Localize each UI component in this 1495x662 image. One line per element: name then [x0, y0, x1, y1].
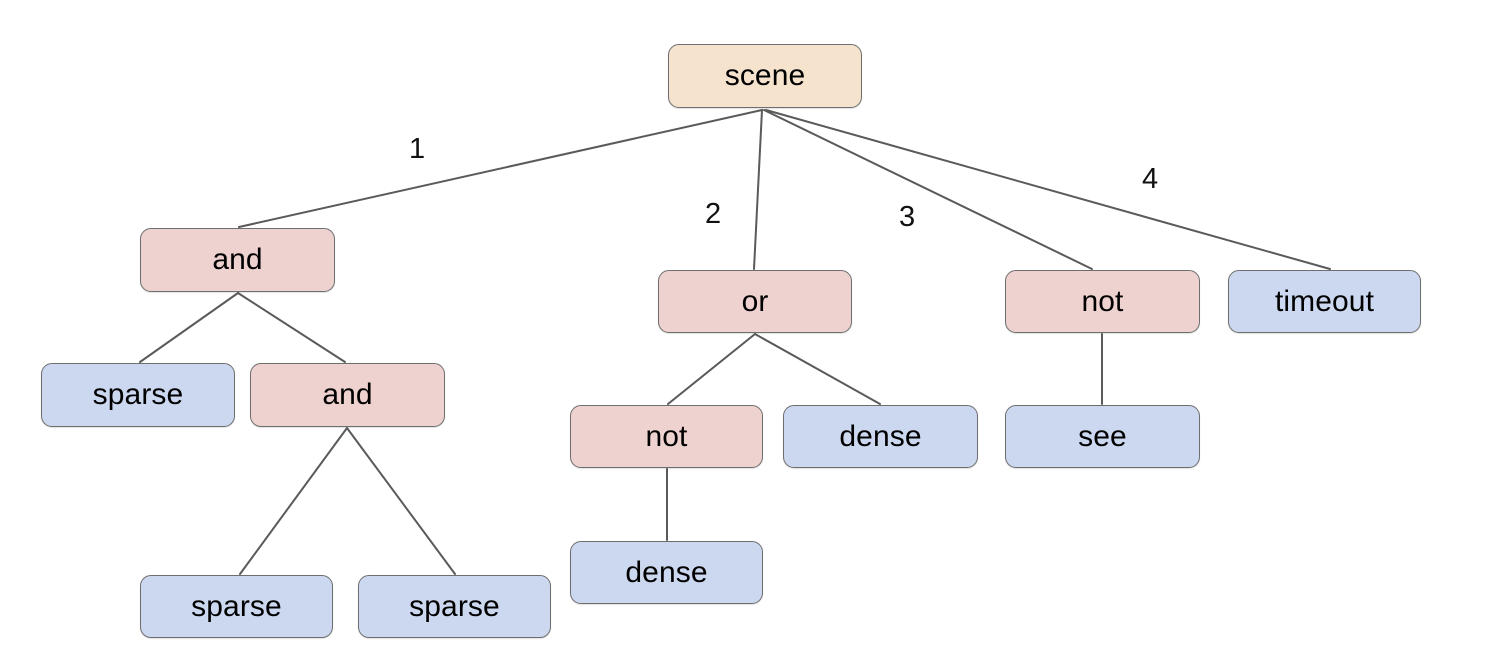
edge-scene-to-or1 [753, 109, 763, 270]
node-scene[interactable]: scene [668, 44, 862, 108]
edge-and2-to-sparse2 [239, 427, 348, 575]
node-label-and2: and [322, 378, 373, 411]
node-sparse3[interactable]: sparse [358, 575, 551, 638]
node-label-not2: not [645, 419, 688, 453]
node-label-dense1: dense [839, 419, 922, 453]
node-sparse1[interactable]: sparse [41, 363, 235, 427]
edge-label-2: 2 [705, 198, 722, 230]
node-label-or1: or [741, 284, 769, 318]
node-and1[interactable]: and [140, 228, 335, 292]
edge-label-1: 1 [409, 133, 426, 165]
node-see1[interactable]: see [1005, 405, 1200, 468]
edge-label-3: 3 [899, 201, 916, 233]
edge-or1-to-not2 [667, 333, 756, 405]
node-label-sparse3: sparse [409, 589, 500, 623]
node-dense1[interactable]: dense [783, 405, 978, 468]
node-label-sparse1: sparse [92, 378, 184, 411]
node-sparse2[interactable]: sparse [140, 575, 333, 638]
edge-label-4: 4 [1142, 163, 1159, 195]
edge-scene-to-and1 [238, 109, 763, 228]
node-label-and1: and [212, 243, 263, 276]
node-label-scene: scene [724, 59, 806, 92]
node-not1[interactable]: not [1005, 270, 1200, 333]
node-not2[interactable]: not [570, 405, 763, 468]
node-or1[interactable]: or [658, 270, 852, 333]
node-label-dense2: dense [625, 555, 708, 589]
edge-scene-to-timeout1 [765, 109, 1331, 270]
edge-or1-to-dense1 [754, 333, 881, 405]
node-timeout1[interactable]: timeout [1228, 270, 1421, 333]
node-label-sparse2: sparse [191, 589, 282, 623]
edge-and2-to-sparse3 [346, 427, 456, 575]
edge-and1-to-and2 [237, 292, 346, 363]
node-and2[interactable]: and [250, 363, 445, 427]
node-label-not1: not [1081, 284, 1124, 318]
edge-and1-to-sparse1 [139, 292, 239, 363]
node-label-timeout1: timeout [1274, 284, 1375, 318]
node-label-see1: see [1078, 419, 1127, 453]
edge-scene-to-not1 [763, 109, 1093, 270]
node-dense2[interactable]: dense [570, 541, 763, 604]
